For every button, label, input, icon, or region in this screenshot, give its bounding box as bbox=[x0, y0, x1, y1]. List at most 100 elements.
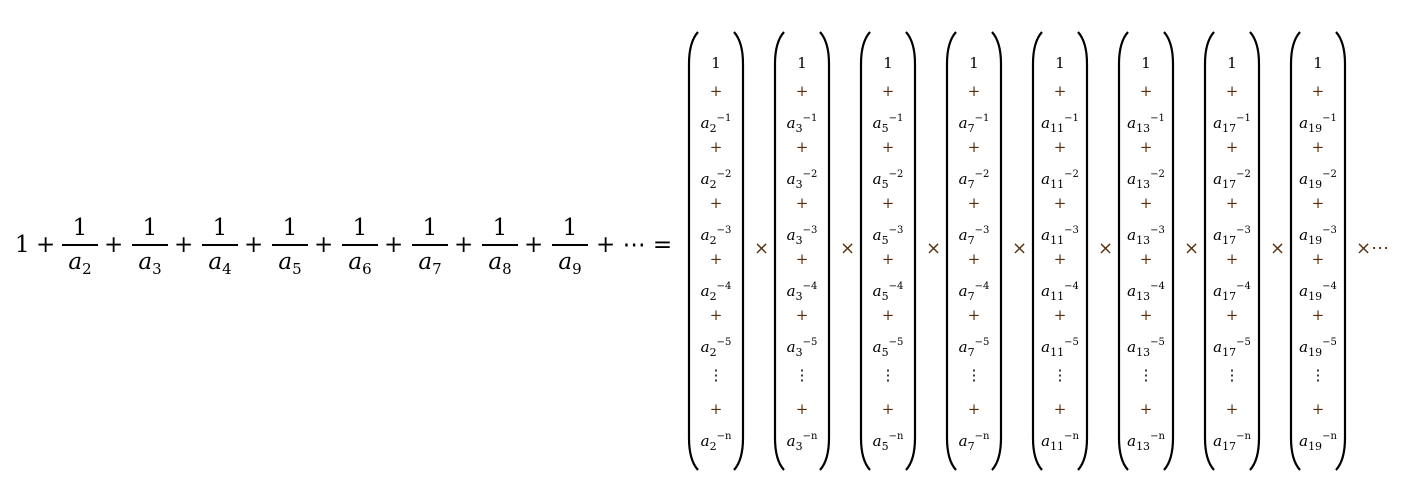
subscript: 19 bbox=[1308, 290, 1323, 303]
power-term: a2−5 bbox=[700, 337, 732, 359]
exponent: −n bbox=[716, 431, 732, 442]
power-term: a5−5 bbox=[872, 337, 904, 359]
subscript: 2 bbox=[709, 234, 717, 247]
subscript: 7 bbox=[967, 290, 975, 303]
power-term: a13−2 bbox=[1127, 169, 1165, 191]
plus-sign: + bbox=[314, 232, 334, 258]
right-paren bbox=[905, 31, 917, 471]
fraction-bar bbox=[272, 244, 308, 246]
factor-column: 1+a2−1+a2−2+a2−3+a2−4+a2−5⋮+a2−n bbox=[686, 30, 746, 472]
subscript: 13 bbox=[1136, 290, 1151, 303]
power-term: a13−n bbox=[1127, 431, 1165, 453]
subscript: 17 bbox=[1222, 234, 1237, 247]
fraction-denominator: a2 bbox=[68, 248, 92, 278]
plus-sign: + bbox=[1311, 400, 1325, 418]
fraction: 1 a6 bbox=[340, 214, 380, 278]
vdots: ⋮ bbox=[1224, 366, 1240, 384]
vdots: ⋮ bbox=[1310, 366, 1326, 384]
plus-sign: + bbox=[709, 82, 723, 100]
exponent: −3 bbox=[1322, 225, 1337, 236]
exponent: −1 bbox=[1322, 113, 1337, 124]
right-paren bbox=[733, 31, 745, 471]
subscript: 17 bbox=[1222, 440, 1237, 453]
exponent: −5 bbox=[1236, 337, 1251, 348]
power-term: a2−n bbox=[700, 431, 732, 453]
subscript: 2 bbox=[709, 178, 717, 191]
column-term-one: 1 bbox=[797, 54, 807, 72]
column-term-one: 1 bbox=[711, 54, 721, 72]
fraction-numerator: 1 bbox=[352, 215, 368, 241]
fraction-numerator: 1 bbox=[212, 215, 228, 241]
plus-sign: + bbox=[244, 232, 264, 258]
fraction-numerator: 1 bbox=[562, 215, 578, 241]
times-sign: × bbox=[1098, 238, 1114, 259]
vdots: ⋮ bbox=[1138, 366, 1154, 384]
fraction-numerator: 1 bbox=[492, 215, 508, 241]
plus-sign: + bbox=[1053, 138, 1067, 156]
times-sign: × bbox=[840, 238, 856, 259]
plus-sign: + bbox=[967, 306, 981, 324]
plus-sign: + bbox=[1311, 194, 1325, 212]
fraction-denominator: a8 bbox=[488, 248, 512, 278]
exponent: −n bbox=[802, 431, 818, 442]
plus-sign: + bbox=[709, 250, 723, 268]
fraction-numerator: 1 bbox=[72, 215, 88, 241]
plus-sign: + bbox=[881, 138, 895, 156]
subscript: 13 bbox=[1136, 440, 1151, 453]
lhs-lead-one: 1 bbox=[15, 232, 30, 258]
exponent: −2 bbox=[888, 169, 904, 180]
subscript: 5 bbox=[881, 440, 889, 453]
fraction-bar bbox=[482, 244, 518, 246]
exponent: −2 bbox=[1150, 169, 1165, 180]
exponent: −2 bbox=[1064, 169, 1079, 180]
subscript: 11 bbox=[1050, 234, 1065, 247]
column-term-one: 1 bbox=[1055, 54, 1065, 72]
plus-sign: + bbox=[709, 306, 723, 324]
fraction-bar bbox=[132, 244, 168, 246]
power-term: a13−4 bbox=[1127, 281, 1165, 303]
plus-sign: + bbox=[524, 232, 544, 258]
plus-sign: + bbox=[1139, 194, 1153, 212]
plus-sign: + bbox=[1053, 250, 1067, 268]
plus-sign: + bbox=[709, 400, 723, 418]
plus-sign: + bbox=[174, 232, 194, 258]
subscript: 17 bbox=[1222, 290, 1237, 303]
exponent: −3 bbox=[888, 225, 904, 236]
exponent: −3 bbox=[1064, 225, 1079, 236]
fraction-denominator: a6 bbox=[348, 248, 372, 278]
times-sign: × bbox=[1012, 238, 1028, 259]
plus-sign: + bbox=[795, 250, 809, 268]
left-paren bbox=[773, 31, 785, 471]
exponent: −3 bbox=[974, 225, 990, 236]
power-term: a3−1 bbox=[786, 113, 818, 135]
exponent: −4 bbox=[716, 281, 732, 292]
subscript: 3 bbox=[795, 178, 803, 191]
exponent: −5 bbox=[888, 337, 904, 348]
plus-sign: + bbox=[1225, 138, 1239, 156]
exponent: −5 bbox=[802, 337, 818, 348]
subscript: 3 bbox=[795, 440, 803, 453]
exponent: −4 bbox=[1322, 281, 1337, 292]
plus-sign: + bbox=[1225, 400, 1239, 418]
subscript: 3 bbox=[795, 122, 803, 135]
subscript: 3 bbox=[795, 234, 803, 247]
plus-sign: + bbox=[1139, 82, 1153, 100]
subscript: 6 bbox=[362, 259, 372, 278]
power-term: a11−2 bbox=[1041, 169, 1079, 191]
plus-sign: + bbox=[1139, 400, 1153, 418]
power-term: a19−4 bbox=[1299, 281, 1337, 303]
right-paren bbox=[1077, 31, 1089, 471]
right-paren bbox=[991, 31, 1003, 471]
plus-sign: + bbox=[881, 82, 895, 100]
plus-sign: + bbox=[1225, 250, 1239, 268]
exponent: −1 bbox=[888, 113, 904, 124]
power-term: a2−4 bbox=[700, 281, 732, 303]
left-paren bbox=[859, 31, 871, 471]
plus-sign: + bbox=[1311, 306, 1325, 324]
power-term: a7−3 bbox=[958, 225, 990, 247]
right-paren bbox=[819, 31, 831, 471]
subscript: 5 bbox=[881, 290, 889, 303]
fraction-bar bbox=[412, 244, 448, 246]
